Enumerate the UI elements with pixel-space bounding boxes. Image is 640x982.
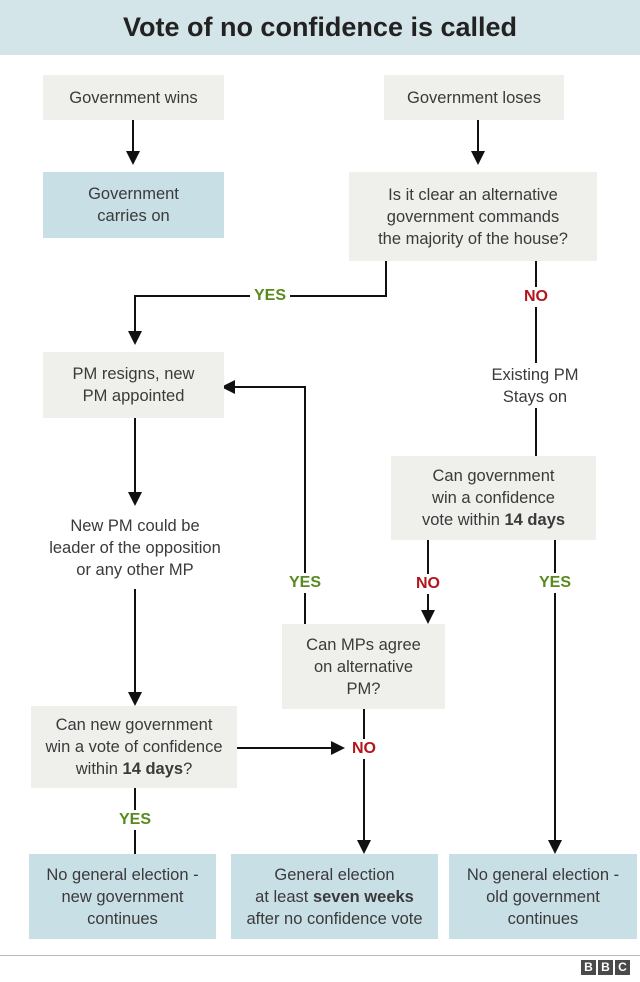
new-government-question-text: Can new government win a vote of confide…: [45, 716, 223, 778]
yes-label-confidence: YES: [534, 573, 576, 593]
yes-label-mps-agree: YES: [284, 573, 326, 593]
new-government-question-box: Can new government win a vote of confide…: [31, 706, 237, 788]
government-loses-text: Government loses: [407, 88, 541, 107]
arrow-mps-yes-to-pm-resigns: [221, 380, 306, 624]
government-wins-box: Government wins: [43, 75, 224, 120]
mps-agree-question-text: Can MPs agree on alternative PM?: [306, 635, 421, 698]
general-election-text: General election at least seven weeks af…: [246, 865, 423, 928]
pm-resigns-text: PM resigns, new PM appointed: [72, 365, 195, 405]
government-wins-text: Government wins: [69, 88, 198, 107]
title-bar: Vote of no confidence is called: [0, 0, 640, 55]
bbc-logo-letter: C: [615, 960, 630, 975]
existing-pm-box: Existing PM Stays on: [470, 363, 600, 408]
alternative-government-question-box: Is it clear an alternative government co…: [349, 172, 597, 261]
government-loses-box: Government loses: [384, 75, 564, 120]
bbc-logo: B B C: [581, 960, 630, 975]
existing-pm-text: Existing PM Stays on: [491, 365, 579, 406]
no-election-old-government-box: No general election - old government con…: [449, 854, 637, 939]
footer-divider: [0, 955, 640, 956]
confidence-vote-question-text: Can government win a confidence vote wit…: [421, 467, 566, 529]
yes-label-alternative: YES: [249, 286, 291, 306]
no-election-old-government-text: No general election - old government con…: [466, 865, 620, 928]
no-label-confidence: NO: [412, 574, 444, 594]
alternative-government-question-text: Is it clear an alternative government co…: [378, 185, 568, 248]
no-label-new-government: NO: [348, 739, 380, 759]
page-title: Vote of no confidence is called: [122, 12, 518, 42]
bbc-logo-letter: B: [581, 960, 596, 975]
new-pm-could-be-text: New PM could be leader of the opposition…: [49, 517, 221, 579]
no-label-alternative: NO: [520, 287, 552, 307]
yes-label-new-government: YES: [114, 810, 156, 830]
no-election-new-government-box: No general election - new government con…: [29, 854, 216, 939]
no-election-new-government-text: No general election - new government con…: [46, 865, 199, 928]
new-pm-could-be-box: New PM could be leader of the opposition…: [33, 513, 237, 583]
bbc-logo-letter: B: [598, 960, 613, 975]
mps-agree-question-box: Can MPs agree on alternative PM?: [282, 624, 445, 709]
pm-resigns-box: PM resigns, new PM appointed: [43, 352, 224, 418]
government-carries-on-box: Government carries on: [43, 172, 224, 238]
general-election-box: General election at least seven weeks af…: [231, 854, 438, 939]
confidence-vote-question-box: Can government win a confidence vote wit…: [391, 456, 596, 540]
government-carries-on-text: Government carries on: [88, 185, 179, 225]
